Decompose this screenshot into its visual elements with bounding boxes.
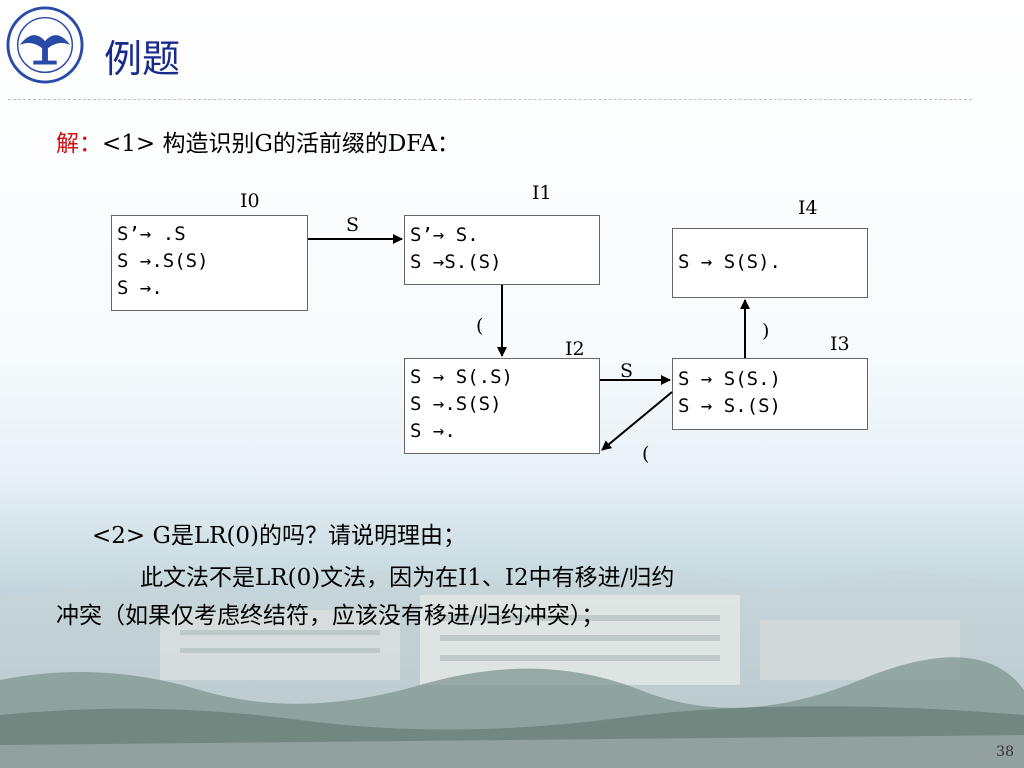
slide-title: 例题: [104, 37, 181, 81]
transition-label-i3-i4: ): [762, 320, 770, 342]
item-i4-1: S → S(S).: [678, 251, 781, 273]
answer-line-2: 冲突（如果仅考虑终结符，应该没有移进/归约冲突）；: [56, 603, 605, 629]
title-divider: [8, 99, 972, 100]
item-i0-3: S →.: [117, 277, 163, 299]
state-label-i0: I0: [240, 190, 260, 212]
solution-prefix: 解：: [56, 131, 102, 157]
state-box-i4: [672, 228, 868, 298]
state-box-i2: [404, 358, 600, 454]
solution-step1-text: <1> 构造识别G的活前缀的DFA：: [102, 131, 460, 157]
item-i1-2: S →S.(S): [410, 251, 502, 273]
state-label-i2: I2: [565, 338, 585, 360]
item-i2-1: S → S(.S): [410, 366, 513, 388]
state-label-i1: I1: [532, 182, 552, 204]
item-i2-2: S →.S(S): [410, 393, 502, 415]
campus-background-image: [0, 565, 1024, 768]
transition-label-i1-i2: (: [476, 315, 484, 337]
transition-label-i3-i2: (: [642, 443, 650, 465]
arrow-i3-to-i2: [601, 391, 673, 451]
transition-label-i0-i1: S: [346, 214, 360, 236]
transition-label-i2-i3: S: [620, 360, 634, 382]
state-box-i0: [111, 215, 308, 311]
answer-line-1: 此文法不是LR(0)文法，因为在I1、I2中有移进/归约: [140, 565, 675, 591]
page-number: 38: [996, 744, 1014, 760]
state-label-i4: I4: [798, 197, 818, 219]
item-i3-1: S → S(S.): [678, 368, 781, 390]
state-label-i3: I3: [830, 333, 850, 355]
university-logo: [6, 6, 84, 84]
item-i2-3: S →.: [410, 420, 456, 442]
question-2: <2> G是LR(0)的吗？请说明理由；: [92, 523, 467, 549]
item-i1-1: S’→ S.: [410, 224, 479, 246]
item-i0-2: S →.S(S): [117, 250, 209, 272]
state-box-i1: [404, 215, 600, 285]
item-i3-2: S → S.(S): [678, 395, 781, 417]
item-i0-1: S’→ .S: [117, 223, 186, 245]
state-box-i3: [672, 358, 868, 430]
solution-intro: 解：<1> 构造识别G的活前缀的DFA：: [56, 124, 460, 158]
